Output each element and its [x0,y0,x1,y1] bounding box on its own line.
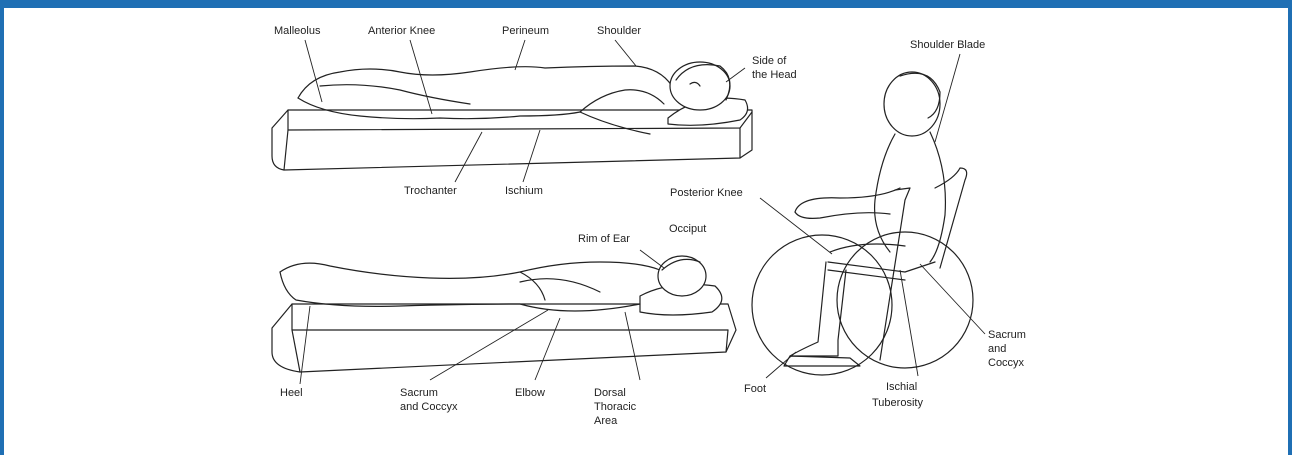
label-heel: Heel [280,387,303,399]
wheelchair-figure [752,72,973,375]
label-ischium: Ischium [505,185,543,197]
label-dorsal-thoracic-line1: Dorsal [594,387,626,399]
label-foot: Foot [744,383,766,395]
label-ischial-tuberosity-line2: Tuberosity [872,397,923,409]
label-trochanter: Trochanter [404,185,457,197]
label-malleolus: Malleolus [274,25,321,37]
label-rim-of-ear: Rim of Ear [578,233,630,245]
label-sacrum-coccyx-supine-line2: and Coccyx [400,401,458,413]
label-shoulder-blade: Shoulder Blade [910,39,985,51]
side-lying-figure [272,62,752,170]
label-perineum: Perineum [502,25,549,37]
label-dorsal-thoracic-line3: Area [594,415,618,427]
label-posterior-knee: Posterior Knee [670,187,743,199]
label-shoulder: Shoulder [597,25,641,37]
seated-head [884,72,940,136]
supine-figure [272,256,736,372]
label-sacrum-coccyx-seated-line3: Coccyx [988,357,1025,369]
label-anterior-knee: Anterior Knee [368,25,435,37]
label-sacrum-coccyx-seated-line2: and [988,343,1006,355]
label-occiput: Occiput [669,223,706,235]
label-dorsal-thoracic-line2: Thoracic [594,401,637,413]
label-elbow: Elbow [515,387,545,399]
label-side-of-head-line1: Side of [752,55,787,67]
wheelchair-leaders [760,54,985,378]
label-sacrum-coccyx-supine-line1: Sacrum [400,387,438,399]
label-sacrum-coccyx-seated-line1: Sacrum [988,329,1026,341]
label-ischial-tuberosity-line1: Ischial [886,381,917,393]
label-side-of-head-line2: the Head [752,69,797,81]
